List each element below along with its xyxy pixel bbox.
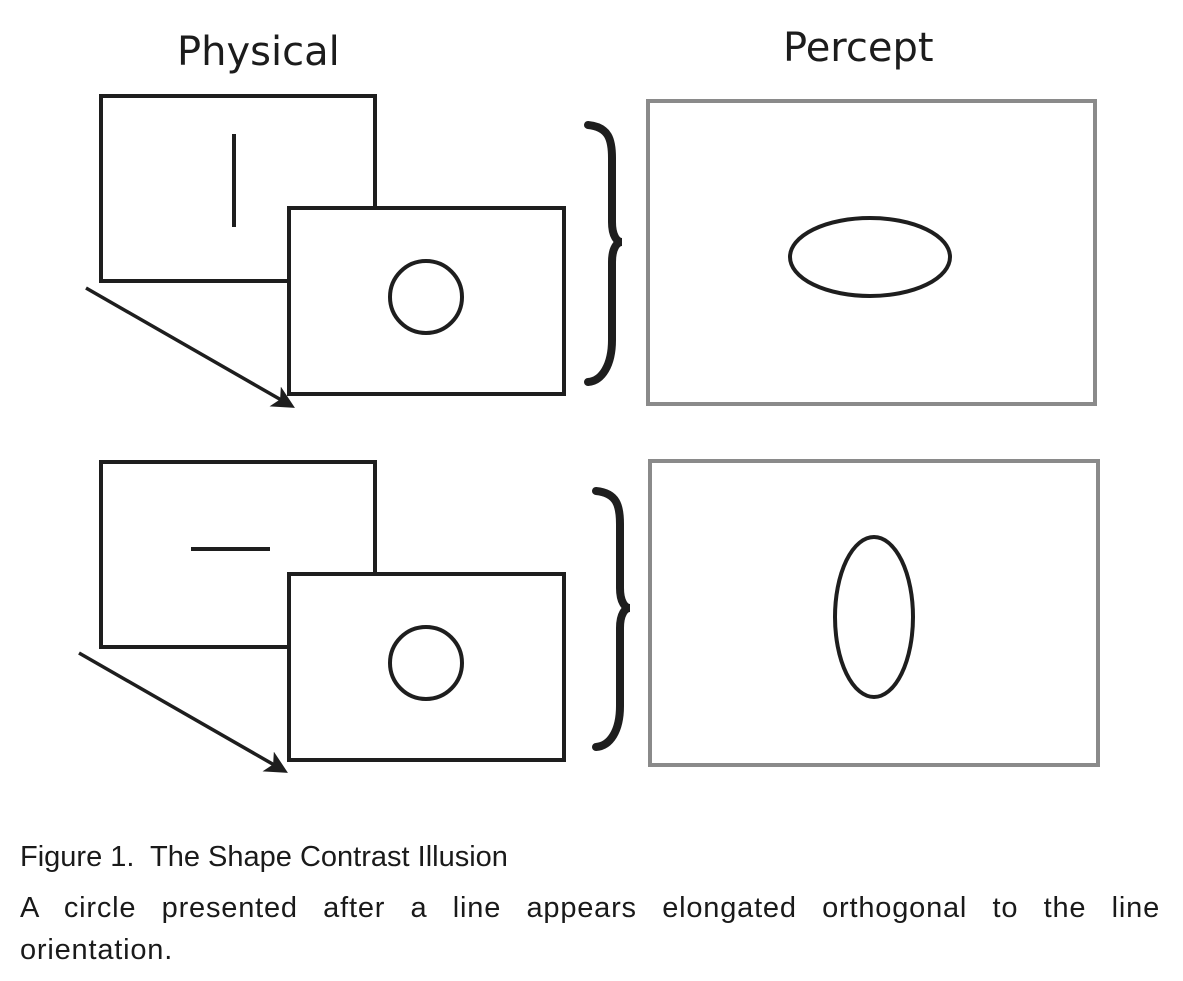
row-1-percept: [646, 99, 1097, 406]
caption-text: A circle presented after a line appears …: [20, 891, 1160, 966]
row-2-percept: [648, 459, 1100, 767]
brace-row-1: [584, 121, 623, 386]
circle-stimulus: [388, 625, 464, 701]
circle-frame: [287, 572, 566, 762]
circle-frame: [287, 206, 566, 396]
horizontal-ellipse: [788, 216, 952, 298]
row-2-physical: [78, 460, 566, 773]
physical-header: Physical: [177, 29, 340, 75]
percept-frame: [646, 99, 1097, 406]
percept-header: Percept: [783, 25, 934, 71]
sequence-arrow: [78, 651, 288, 773]
row-1-physical: [85, 94, 566, 408]
vertical-ellipse: [833, 535, 915, 699]
figure-caption: Figure 1. The Shape Contrast Illusion A …: [20, 840, 1160, 971]
shape-contrast-diagram: [78, 94, 1100, 773]
caption-title: Figure 1. The Shape Contrast Illusion: [20, 841, 508, 873]
percept-frame: [648, 459, 1100, 767]
brace-row-2: [592, 487, 631, 751]
sequence-arrow: [85, 286, 295, 408]
circle-stimulus: [388, 259, 464, 335]
